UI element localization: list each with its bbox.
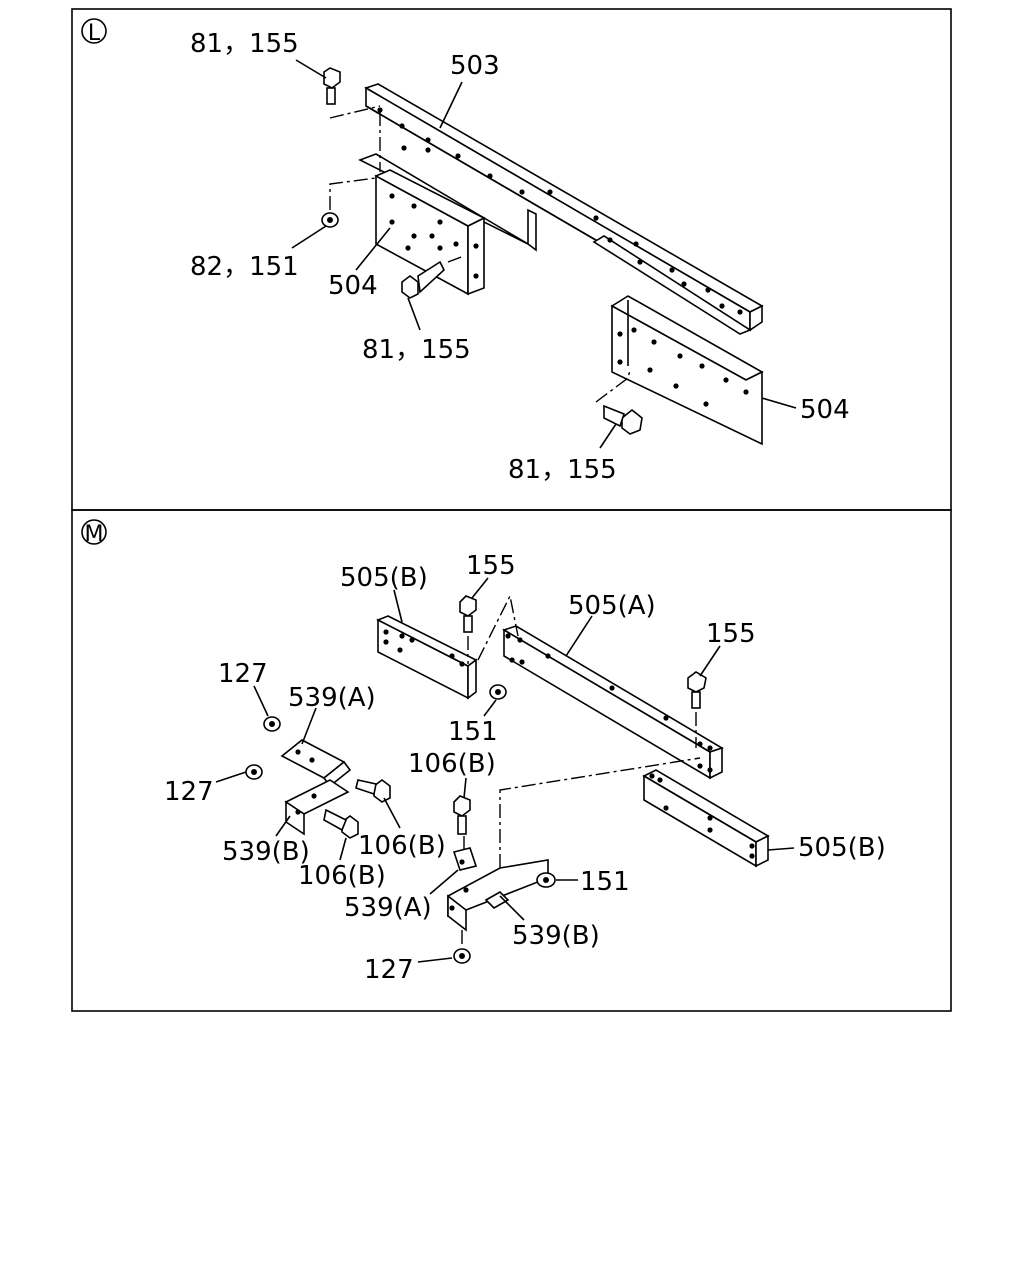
label-505a: 505(A) xyxy=(568,591,656,621)
label-504-left: 504 xyxy=(328,271,378,301)
dash-l4 xyxy=(447,255,465,263)
label-127-bottom: 127 xyxy=(364,955,414,985)
nut-127-top xyxy=(263,716,281,732)
panel-l: L xyxy=(71,8,952,511)
bracket-505b-right xyxy=(642,769,770,868)
bolt-81-155-right xyxy=(603,404,643,435)
bracket-504-right xyxy=(610,295,764,446)
nut-82-151 xyxy=(321,212,339,228)
label-151-bottom: 151 xyxy=(580,867,630,897)
label-155-top: 155 xyxy=(466,551,516,581)
label-151-top: 151 xyxy=(448,717,498,747)
label-503: 503 xyxy=(450,51,500,81)
panel-m-frame xyxy=(71,509,952,1012)
panel-l-marker-circle xyxy=(81,18,107,44)
bolt-81-155-top xyxy=(323,67,341,105)
label-155-right: 155 xyxy=(706,619,756,649)
label-505b-top: 505(B) xyxy=(340,563,428,593)
bolt-106b-right xyxy=(453,795,471,835)
panel-l-marker: L xyxy=(88,21,101,46)
panel-m-marker: M xyxy=(85,522,104,547)
nut-151-top xyxy=(489,684,507,700)
label-106b-right: 106(B) xyxy=(358,831,446,861)
label-504-right: 504 xyxy=(800,395,850,425)
dash-m4 xyxy=(499,757,701,868)
dash-l3 xyxy=(329,177,377,210)
bolt-106b-top xyxy=(355,779,391,803)
label-127-top: 127 xyxy=(218,659,268,689)
label-539a-bottom: 539(A) xyxy=(344,893,432,923)
bolt-81-155-mid xyxy=(401,260,445,299)
label-82-151: 82，151 xyxy=(190,252,299,282)
nut-127-bottom xyxy=(453,948,471,964)
label-539b-left: 539(B) xyxy=(222,837,310,867)
label-539b-bottom: 539(B) xyxy=(512,921,600,951)
label-81-155-top: 81，155 xyxy=(190,29,299,59)
bracket-504-left xyxy=(374,169,486,296)
label-106b-bottom: 106(B) xyxy=(298,861,386,891)
panel-m: M xyxy=(71,509,952,1012)
bolt-155-top xyxy=(459,595,477,633)
dash-l1 xyxy=(329,105,381,119)
rail-503 xyxy=(358,83,764,335)
label-127-left: 127 xyxy=(164,777,214,807)
panel-m-marker-circle xyxy=(81,519,107,545)
label-539a-top: 539(A) xyxy=(288,683,376,713)
label-106b-top: 106(B) xyxy=(408,749,496,779)
label-81-155-right: 81，155 xyxy=(508,455,617,485)
dash-l5 xyxy=(595,369,631,403)
label-505b-right: 505(B) xyxy=(798,833,886,863)
label-81-155-mid: 81，155 xyxy=(362,335,471,365)
rail-505a xyxy=(502,625,724,780)
bolt-106b-bottom xyxy=(323,808,359,839)
nut-151-bottom xyxy=(536,872,556,888)
clip-539a-bottom xyxy=(447,847,549,932)
nut-127-left xyxy=(245,764,263,780)
clip-539a-left xyxy=(280,739,352,788)
bolt-155-right xyxy=(687,671,707,709)
clip-539b-left xyxy=(284,779,350,836)
bracket-505b-top xyxy=(376,615,478,700)
